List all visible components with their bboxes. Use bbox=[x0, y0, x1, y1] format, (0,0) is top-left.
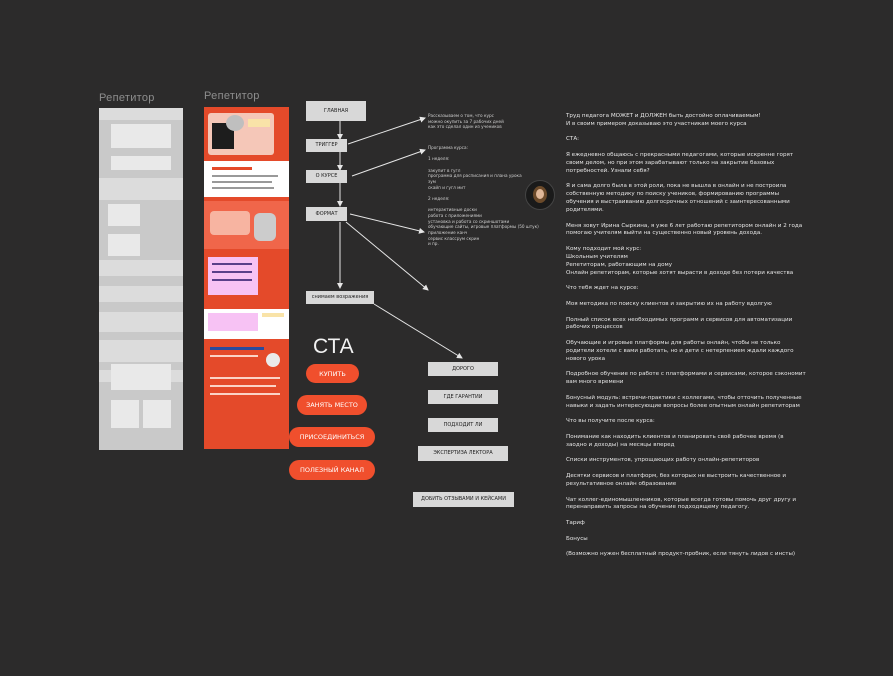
join-button[interactable]: ПРИСОЕДИНИТЬСЯ bbox=[289, 427, 375, 447]
comment-avatar-icon[interactable] bbox=[525, 180, 555, 210]
objection-reviews[interactable]: ДОБИТЬ ОТЗЫВАМИ И КЕЙСАМИ bbox=[413, 492, 514, 507]
cta-title: СТА bbox=[313, 335, 354, 358]
arrow-course-note bbox=[351, 148, 426, 177]
objection-expertise[interactable]: ЭКСПЕРТИЗА ЛЕКТОРА bbox=[418, 446, 508, 461]
arrow-format-down bbox=[345, 221, 429, 291]
objection-guarantees[interactable]: ГДЕ ГАРАНТИИ bbox=[428, 390, 498, 404]
useful-channel-button[interactable]: ПОЛЕЗНЫЙ КАНАЛ bbox=[289, 460, 375, 480]
reserve-button[interactable]: ЗАНЯТЬ МЕСТО bbox=[297, 395, 367, 415]
page-mockup[interactable] bbox=[204, 107, 289, 449]
flow-node-format[interactable]: ФОРМАТ bbox=[306, 207, 347, 221]
wireframe-title: Репетитор bbox=[99, 92, 155, 104]
flow-node-main[interactable]: ГЛАВНАЯ bbox=[306, 101, 366, 121]
mockup-title: Репетитор bbox=[204, 90, 260, 102]
arrow-objections-list bbox=[373, 303, 463, 359]
objection-fits[interactable]: ПОДХОДИТ ЛИ bbox=[428, 418, 498, 432]
flow-node-objections[interactable]: снимаем возражения bbox=[306, 291, 374, 304]
flow-node-course[interactable]: О КУРСЕ bbox=[306, 170, 347, 183]
arrow-trigger-note bbox=[347, 116, 426, 145]
buy-button[interactable]: КУПИТЬ bbox=[306, 364, 359, 383]
arrow-format-note bbox=[349, 213, 425, 234]
course-program-note: Программа курса: 1 неделя: закупит в гуг… bbox=[428, 145, 539, 247]
flow-node-trigger[interactable]: ТРИГГЕР bbox=[306, 139, 347, 152]
trigger-note: Рассказываем о том, что курс можно окупи… bbox=[428, 113, 504, 130]
objection-expensive[interactable]: ДОРОГО bbox=[428, 362, 498, 376]
landing-copy-text: Труд педагога МОЖЕТ и ДОЛЖЕН быть достой… bbox=[566, 113, 806, 558]
wireframe-frame[interactable] bbox=[99, 108, 183, 450]
